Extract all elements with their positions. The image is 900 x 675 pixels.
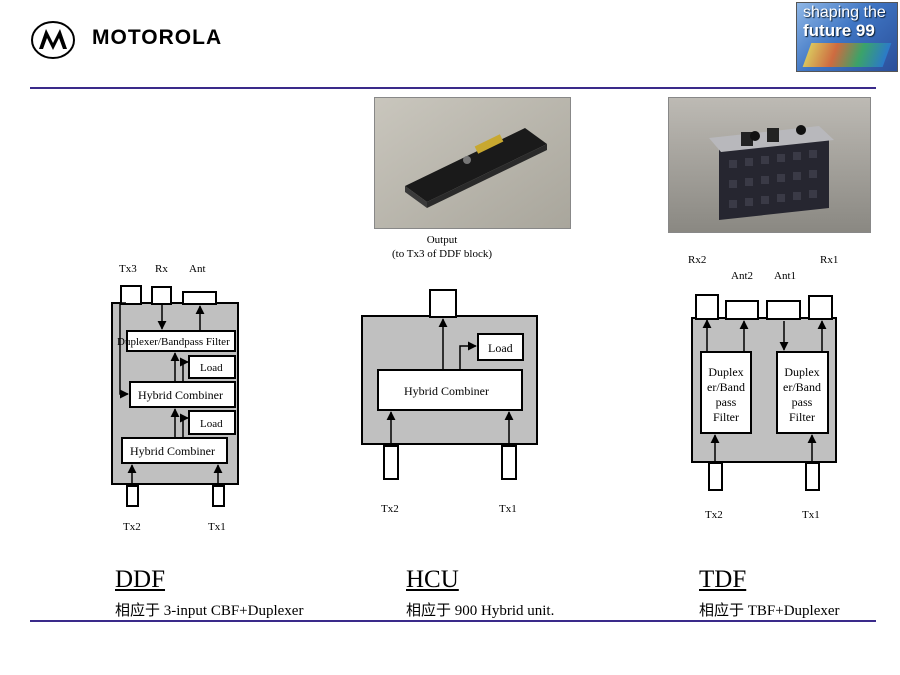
hcu-label-output: Output — [427, 234, 458, 246]
hcu-port-tx1 — [501, 445, 517, 480]
tdf-port-ant1 — [766, 300, 801, 320]
tdf-subtitle: 相应于 TBF+Duplexer — [699, 603, 840, 619]
hcu-label-tx1: Tx1 — [499, 503, 517, 515]
ddf-load-2 — [188, 410, 236, 435]
tdf-filter-right-line-4: Filter — [789, 410, 815, 424]
ddf-port-tx2 — [126, 485, 139, 507]
ddf-port-tx1 — [212, 485, 225, 507]
ddf-label-tx3: Tx3 — [119, 263, 137, 275]
ddf-port-tx3 — [120, 285, 142, 305]
tdf-port-ant2 — [725, 300, 759, 320]
tdf-filter-left-line-4: Filter — [713, 410, 739, 424]
header-rule — [30, 87, 876, 89]
tdf-filter-right-line-2: er/Band — [783, 380, 821, 394]
ddf-hybrid-1 — [129, 381, 236, 408]
tdf-filter-right — [776, 351, 829, 434]
ddf-duplexer-box — [126, 330, 236, 352]
hcu-label-output-note: (to Tx3 of DDF block) — [392, 248, 492, 260]
tdf-label-rx2: Rx2 — [688, 254, 706, 266]
ddf-port-ant — [182, 291, 217, 305]
tdf-filter-right-line-1: Duplex — [784, 365, 819, 379]
ddf-load-1 — [188, 355, 236, 379]
ddf-load-2-label: Load — [200, 418, 223, 430]
tdf-filter-left-line-1: Duplex — [708, 365, 743, 379]
ddf-duplexer-label: Duplexer/Bandpass Filter — [117, 336, 230, 348]
ddf-label-ant: Ant — [189, 263, 206, 275]
tdf-port-rx1 — [808, 295, 833, 320]
tdf-port-rx2 — [695, 294, 719, 320]
hcu-hybrid-label: Hybrid Combiner — [404, 384, 489, 398]
tdf-label-tx1: Tx1 — [802, 509, 820, 521]
tdf-label-rx1: Rx1 — [820, 254, 838, 266]
ddf-signal-arrows — [119, 302, 223, 486]
tdf-port-tx2 — [708, 462, 723, 491]
hcu-label-tx2: Tx2 — [381, 503, 399, 515]
tdf-label-ant1: Ant1 — [774, 270, 796, 282]
tdf-port-tx1 — [805, 462, 820, 491]
tdf-photo — [668, 97, 871, 233]
tdf-diagram: Rx2 Rx1 Ant2 Ant1 Duplex er/Band pass Fi… — [688, 254, 838, 521]
ddf-label-rx: Rx — [155, 263, 168, 275]
motorola-logo: MOTOROLA — [30, 18, 280, 64]
shaping-the-future-badge: shaping the future 99 — [796, 2, 898, 72]
hcu-title: HCU — [406, 566, 459, 593]
ddf-subtitle: 相应于 3-input CBF+Duplexer — [115, 603, 304, 619]
ddf-label-tx2: Tx2 — [123, 521, 141, 533]
badge-line-1: shaping the — [803, 4, 886, 21]
tdf-filter-right-line-3: pass — [792, 395, 813, 409]
tdf-label-tx2: Tx2 — [705, 509, 723, 521]
tdf-filter-left-line-2: er/Band — [707, 380, 745, 394]
ddf-label-tx1: Tx1 — [208, 521, 226, 533]
hcu-photo — [374, 97, 571, 229]
tdf-signal-arrows — [702, 319, 827, 463]
hcu-port-tx2 — [383, 445, 399, 480]
tdf-label-ant2: Ant2 — [731, 270, 753, 282]
hcu-hybrid — [377, 369, 523, 411]
hcu-load-label: Load — [488, 341, 513, 355]
hcu-diagram: Output (to Tx3 of DDF block) Load Hybrid… — [361, 234, 538, 515]
ddf-hybrid-1-label: Hybrid Combiner — [138, 388, 223, 402]
hcu-load — [477, 333, 524, 361]
ddf-hybrid-2-label: Hybrid Combiner — [130, 444, 215, 458]
tdf-title: TDF — [699, 566, 747, 593]
hcu-subtitle: 相应于 900 Hybrid unit. — [406, 603, 555, 619]
hcu-port-output — [429, 289, 457, 318]
ddf-diagram: Tx3 Rx Ant Duplexer/Bandpass Filter Load… — [111, 263, 239, 533]
tdf-filter-left — [700, 351, 752, 434]
ddf-port-rx — [151, 286, 172, 305]
motorola-batwing-icon — [31, 21, 75, 59]
hcu-signal-arrows — [386, 318, 514, 446]
ddf-title: DDF — [115, 566, 166, 593]
tdf-filter-left-line-3: pass — [716, 395, 737, 409]
brand-name: MOTOROLA — [92, 26, 223, 49]
badge-line-2: future 99 — [803, 21, 875, 40]
footer-rule — [30, 620, 876, 622]
ddf-load-1-label: Load — [200, 362, 223, 374]
